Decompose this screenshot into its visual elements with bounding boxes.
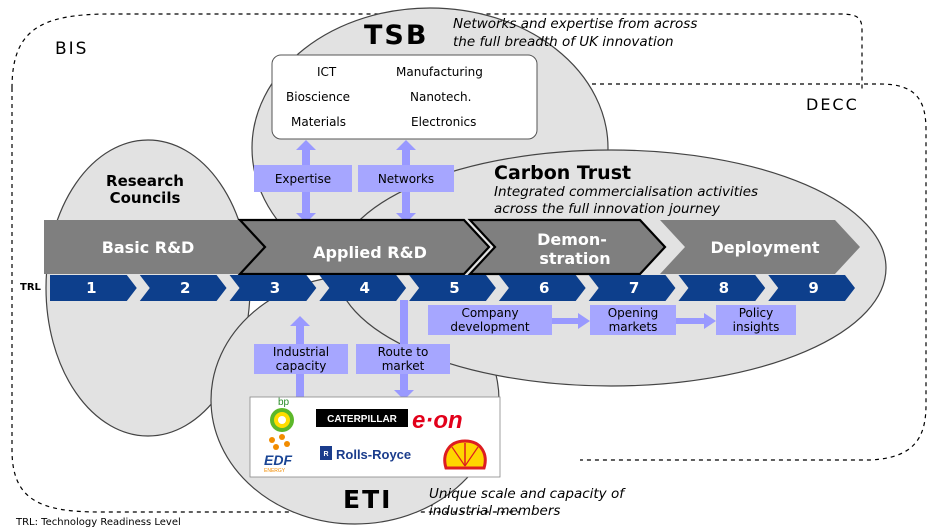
- svg-text:CATERPILLAR: CATERPILLAR: [327, 414, 398, 425]
- tsb-title: TSB: [364, 20, 428, 51]
- stage-deployment-label: Deployment: [710, 238, 819, 257]
- company-development-box: [428, 305, 552, 335]
- trl-level-6: 6: [539, 279, 549, 297]
- stage-demonstration-label-1: Demon-: [537, 230, 607, 249]
- trl-chevron-4: [319, 275, 407, 301]
- markets-to-policy-arrow: [676, 313, 716, 329]
- trl-footnote: TRL: Technology Readiness Level: [15, 517, 181, 528]
- svg-text:R: R: [323, 451, 328, 458]
- eti-tagline-line-2: industrial members: [429, 503, 560, 519]
- sector-ict: ICT: [317, 65, 337, 79]
- trl-chevron-1: [50, 275, 137, 301]
- svg-text:EDF: EDF: [264, 452, 292, 468]
- policy-insights-line-2: insights: [733, 320, 780, 334]
- eti-title: ETI: [343, 485, 392, 514]
- trl-chevron-2: [139, 275, 227, 301]
- shell-logo: [443, 439, 487, 470]
- trl-level-8: 8: [719, 279, 729, 297]
- trl-level-5: 5: [449, 279, 459, 297]
- trl-chevron-7: [588, 275, 676, 301]
- carbon-trust-tagline-line-1: Integrated commercialisation activities: [494, 184, 758, 200]
- trl-level-7: 7: [629, 279, 639, 297]
- tsb-tagline-line-1: Networks and expertise from across: [453, 16, 697, 32]
- industrial-capacity-line-2: capacity: [276, 359, 327, 373]
- trl-level-1: 1: [86, 279, 96, 297]
- trl-level-4: 4: [360, 279, 370, 297]
- sector-electronics: Electronics: [411, 115, 476, 129]
- stage-applied-rd-label: Applied R&D: [313, 243, 427, 262]
- bis-region-border: [11, 13, 863, 513]
- stage-demonstration-label-2: stration: [539, 249, 610, 268]
- trl-label: TRL: [20, 282, 42, 293]
- trl-chevron-6: [498, 275, 586, 301]
- carbon-trust-tagline-line-2: across the full innovation journey: [494, 201, 721, 217]
- expertise-label: Expertise: [275, 172, 331, 186]
- trl-level-3: 3: [270, 279, 280, 297]
- networks-box: [358, 165, 454, 192]
- sector-nanotech: Nanotech.: [410, 90, 471, 104]
- sector-manufacturing: Manufacturing: [396, 65, 483, 79]
- expertise-box: [254, 165, 352, 192]
- tsb-tagline-line-2: the full breadth of UK innovation: [453, 34, 674, 50]
- route-to-market-line-2: market: [382, 359, 425, 373]
- eti-tagline-line-1: Unique scale and capacity of: [429, 486, 626, 502]
- industrial-capacity-line-1: Industrial: [273, 345, 329, 359]
- stage-deployment: [660, 220, 860, 274]
- trl-row: 1 2 3 4 5 6 7 8 9: [50, 275, 855, 301]
- stage-demonstration: [467, 218, 667, 276]
- sector-materials: Materials: [291, 115, 346, 129]
- trl-chevron-5: [409, 275, 496, 301]
- trl-chevron-9: [768, 275, 855, 301]
- industrial-capacity-box: [254, 344, 348, 374]
- stage-basic-rd: [44, 220, 265, 274]
- bp-logo: bp: [270, 397, 294, 432]
- trl-level-2: 2: [180, 279, 190, 297]
- opening-markets-line-2: markets: [609, 320, 658, 334]
- trl-level-9: 9: [808, 279, 818, 297]
- sector-bioscience: Bioscience: [286, 90, 350, 104]
- research-councils-line-1: Research: [106, 172, 184, 190]
- decc-label: DECC: [806, 95, 859, 114]
- svg-text:bp: bp: [278, 397, 290, 408]
- opening-markets-line-1: Opening: [608, 306, 659, 320]
- caterpillar-logo: CATERPILLAR: [316, 409, 408, 427]
- networks-label: Networks: [378, 172, 434, 186]
- tsb-sector-box: [271, 54, 538, 140]
- svg-text:e·on: e·on: [412, 407, 463, 434]
- policy-insights-box: [716, 305, 796, 335]
- stage-applied-rd: [237, 218, 491, 276]
- svg-text:Rolls-Royce: Rolls-Royce: [336, 447, 411, 462]
- opening-markets-box: [590, 305, 676, 335]
- company-to-markets-arrow: [552, 313, 590, 329]
- stage-basic-rd-label: Basic R&D: [102, 238, 195, 257]
- company-development-line-1: Company: [461, 306, 518, 320]
- carbon-trust-title: Carbon Trust: [494, 162, 631, 184]
- trl-chevron-8: [678, 275, 766, 301]
- route-to-market-box: [356, 344, 450, 374]
- eon-logo: e·on: [412, 407, 463, 434]
- route-to-market-line-1: Route to: [378, 345, 429, 359]
- research-councils-line-2: Councils: [110, 189, 181, 207]
- svg-text:ENERGY: ENERGY: [264, 468, 286, 474]
- bis-label: BIS: [55, 39, 88, 59]
- company-development-line-2: development: [450, 320, 529, 334]
- rolls-royce-logo: R Rolls-Royce: [320, 446, 411, 462]
- trl-chevron-3: [229, 275, 317, 301]
- edf-logo: EDF ENERGY: [264, 434, 292, 474]
- policy-insights-line-1: Policy: [739, 306, 774, 320]
